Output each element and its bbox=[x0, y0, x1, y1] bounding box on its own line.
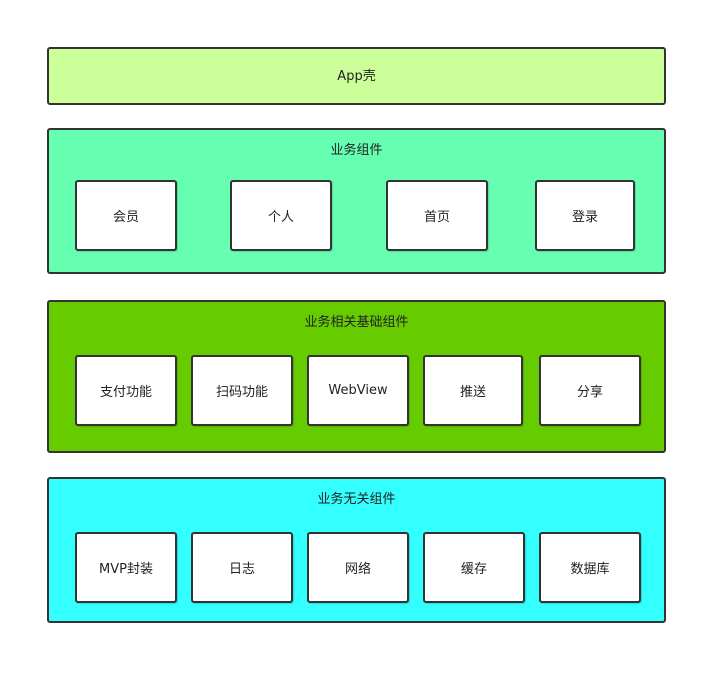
business-basic-components-title: 业务相关基础组件 bbox=[304, 315, 409, 330]
business-components-layer: 业务组件 会员 个人 首页 登录 bbox=[47, 128, 666, 274]
app-shell-title: App壳 bbox=[337, 69, 376, 84]
business-basic-components-layer: 业务相关基础组件 支付功能 扫码功能 WebView 推送 分享 bbox=[47, 300, 666, 453]
app-shell-layer: App壳 bbox=[47, 47, 666, 105]
component-box-mvp: MVP封装 bbox=[75, 532, 177, 603]
component-box-login: 登录 bbox=[535, 180, 635, 251]
component-box-scan: 扫码功能 bbox=[191, 355, 293, 426]
component-box-payment: 支付功能 bbox=[75, 355, 177, 426]
component-box-member: 会员 bbox=[75, 180, 177, 251]
business-components-title: 业务组件 bbox=[330, 143, 383, 158]
component-box-cache: 缓存 bbox=[423, 532, 525, 603]
component-box-webview: WebView bbox=[307, 355, 409, 426]
component-box-share: 分享 bbox=[539, 355, 641, 426]
component-box-push: 推送 bbox=[423, 355, 523, 426]
business-independent-components-title: 业务无关组件 bbox=[317, 492, 396, 507]
component-box-database: 数据库 bbox=[539, 532, 641, 603]
component-box-log: 日志 bbox=[191, 532, 293, 603]
business-independent-components-layer: 业务无关组件 MVP封装 日志 网络 缓存 数据库 bbox=[47, 477, 666, 623]
component-box-home: 首页 bbox=[386, 180, 488, 251]
component-box-personal: 个人 bbox=[230, 180, 332, 251]
component-box-network: 网络 bbox=[307, 532, 409, 603]
